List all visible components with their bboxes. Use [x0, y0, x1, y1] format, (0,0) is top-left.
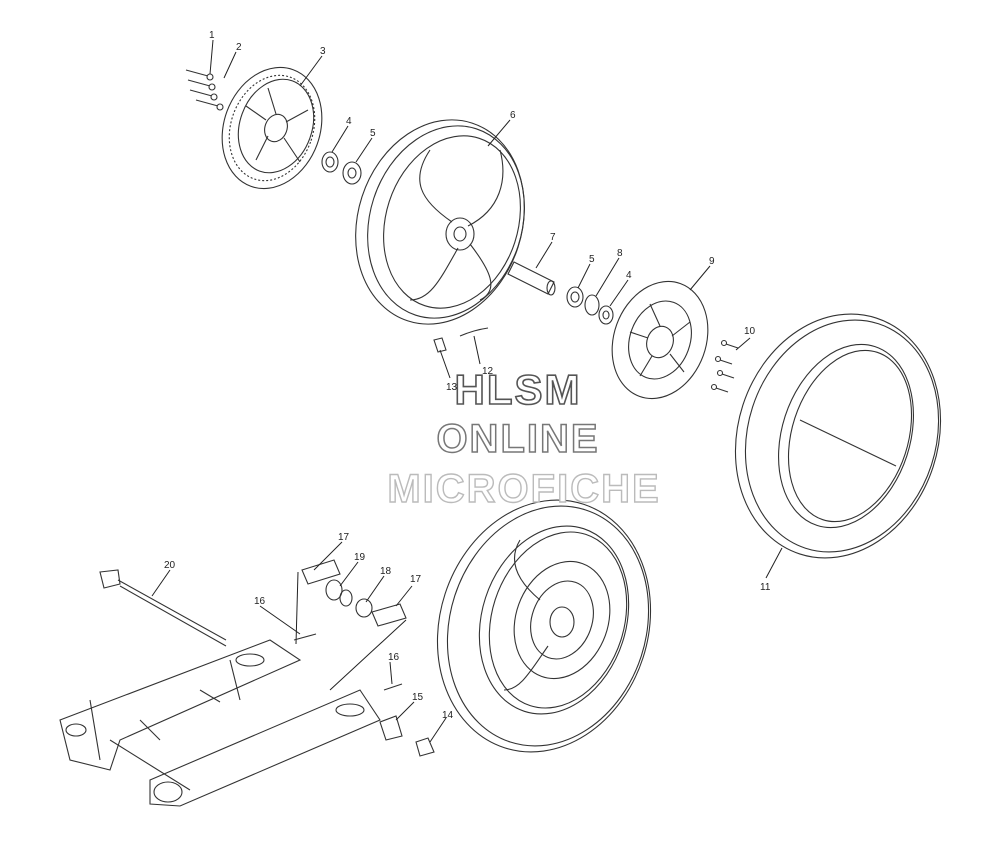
callout-3: 3: [320, 46, 326, 57]
adjuster-plate: [379, 715, 403, 741]
pivot-axle: [99, 569, 227, 647]
callout-6: 6: [510, 110, 516, 121]
callout-labels: 1 2 3 4 5 6 7 5 8 4 9 10 11 12 13 14 15 …: [164, 30, 771, 721]
callout-14: 14: [442, 710, 454, 721]
callout-5: 5: [589, 254, 595, 265]
callout-20: 20: [164, 560, 176, 571]
callout-4: 4: [626, 270, 632, 281]
callout-11: 11: [760, 582, 771, 593]
balance-weight: [459, 327, 489, 337]
callout-17: 17: [410, 574, 422, 585]
assembled-rear-wheel: [436, 499, 652, 753]
callout-2: 2: [236, 42, 242, 53]
spacer-left: [342, 161, 362, 185]
pulley-bolts: [185, 69, 224, 111]
disc-bolts: [710, 339, 739, 393]
watermark-line-3: MICROFICHE: [387, 467, 660, 511]
rear-tire: [734, 313, 942, 559]
callout-17: 17: [338, 532, 350, 543]
watermark-line-1: HLSM: [455, 366, 582, 413]
callout-15: 15: [412, 692, 424, 703]
bearing-left: [321, 151, 339, 173]
snap-ring: [584, 294, 600, 316]
callout-13: 13: [446, 382, 458, 393]
callout-10: 10: [744, 326, 756, 337]
callout-4: 4: [346, 116, 352, 127]
callout-16: 16: [388, 652, 400, 663]
spacer-right: [566, 286, 584, 308]
adjuster-bolt-lower: [383, 683, 403, 691]
callout-8: 8: [617, 248, 623, 259]
callout-1: 1: [209, 30, 215, 41]
chain-adjuster-parts: [301, 559, 407, 627]
callout-19: 19: [354, 552, 366, 563]
watermark: HLSM ONLINE MICROFICHE: [387, 365, 660, 512]
bearing-right: [598, 305, 614, 325]
rear-axle: [507, 261, 556, 296]
leader-lines: [151, 39, 783, 743]
callout-5: 5: [370, 128, 376, 139]
axle-nut: [415, 737, 435, 757]
rear-pulley: [221, 66, 323, 190]
callout-7: 7: [550, 232, 556, 243]
tire-valve: [433, 337, 447, 353]
swingarm: [59, 639, 381, 807]
callout-16: 16: [254, 596, 266, 607]
watermark-line-2: ONLINE: [436, 417, 599, 461]
callout-18: 18: [380, 566, 392, 577]
callout-9: 9: [709, 256, 715, 267]
brake-disc: [611, 280, 709, 400]
callout-12: 12: [482, 366, 494, 377]
rear-wheel-rim: [355, 119, 525, 325]
adjuster-bolt-upper: [293, 633, 317, 641]
